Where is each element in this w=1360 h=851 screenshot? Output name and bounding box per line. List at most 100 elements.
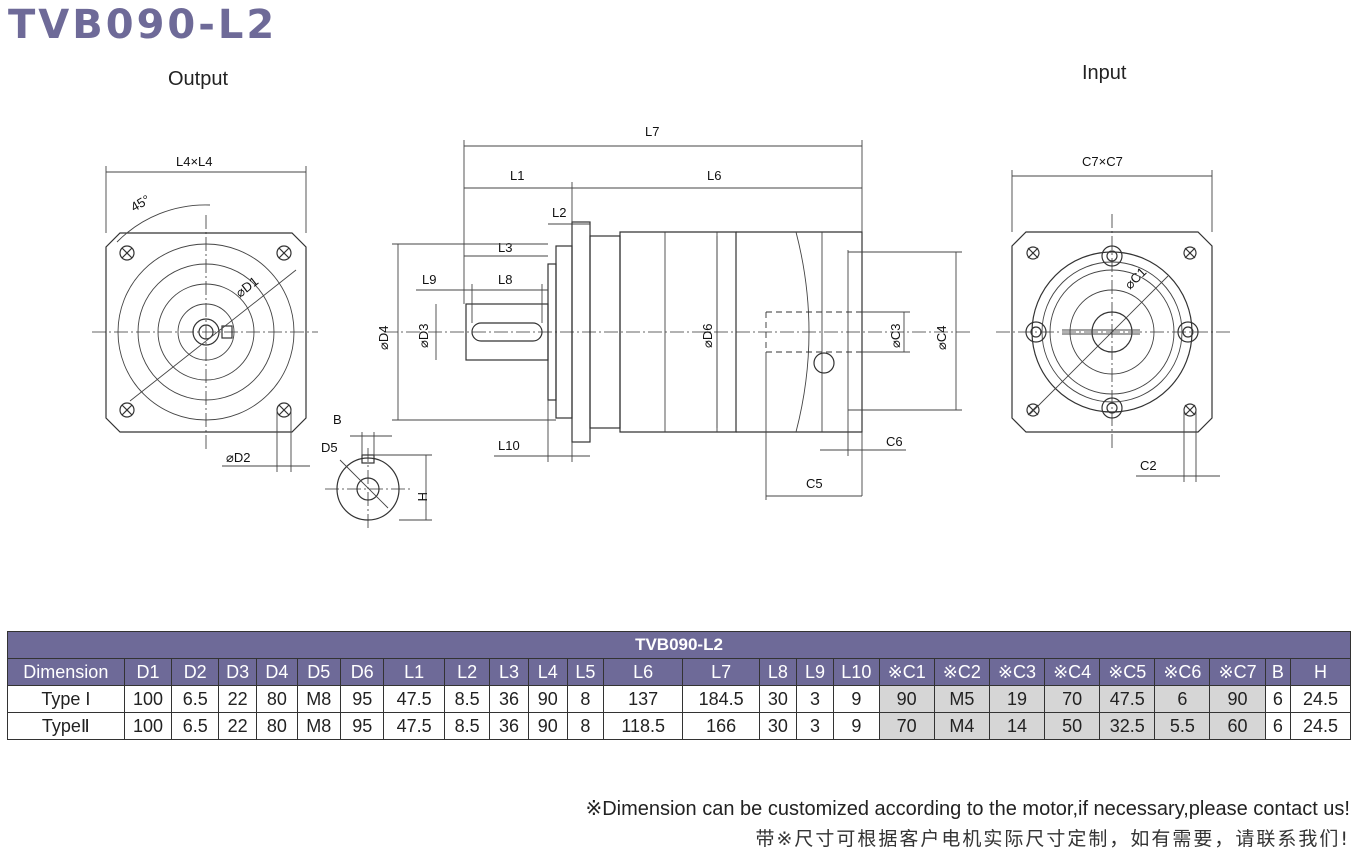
row-type-cell: TypeⅡ bbox=[7, 712, 125, 740]
table-cell: 6 bbox=[1264, 712, 1292, 740]
dim-d6: ⌀D6 bbox=[700, 324, 715, 348]
column-header: D4 bbox=[256, 658, 298, 686]
table-cell: 6 bbox=[1264, 685, 1292, 713]
table-cell: 8 bbox=[566, 685, 604, 713]
table-cell: 9 bbox=[833, 685, 880, 713]
dim-c3: ⌀C3 bbox=[888, 324, 903, 348]
page-title: TVB090-L2 bbox=[8, 2, 278, 48]
table-cell: 47.5 bbox=[383, 712, 445, 740]
table-cell: 36 bbox=[489, 712, 529, 740]
dim-h: H bbox=[415, 492, 430, 501]
table-cell: 32.5 bbox=[1099, 712, 1156, 740]
table-cell: 8 bbox=[566, 712, 604, 740]
dim-angle: 45° bbox=[128, 192, 153, 215]
dim-d3: ⌀D3 bbox=[416, 324, 431, 348]
column-header: L10 bbox=[833, 658, 880, 686]
table-cell: M5 bbox=[933, 685, 990, 713]
table-cell: 3 bbox=[795, 712, 835, 740]
input-view-label: Input bbox=[1082, 62, 1127, 84]
shaft-section-view: B D5 H bbox=[321, 412, 432, 530]
column-header: L5 bbox=[566, 658, 604, 686]
column-header: L8 bbox=[758, 658, 797, 686]
row-type-cell: Type I bbox=[7, 685, 125, 713]
dim-c2: C2 bbox=[1140, 458, 1157, 473]
output-view-label: Output bbox=[168, 68, 229, 90]
dim-c7xc7: C7×C7 bbox=[1082, 154, 1123, 169]
dim-d1: ⌀D1 bbox=[233, 273, 262, 300]
table-cell: 184.5 bbox=[682, 685, 760, 713]
note-chinese: 带※尺寸可根据客户电机实际尺寸定制，如有需要，请联系我们! bbox=[755, 828, 1350, 850]
column-header: D6 bbox=[339, 658, 385, 686]
table-cell: 30 bbox=[758, 712, 797, 740]
table-cell: M8 bbox=[296, 712, 341, 740]
output-front-view: L4×L4 45° ⌀D1 ⌀D2 bbox=[92, 154, 318, 472]
dim-l1: L1 bbox=[510, 168, 524, 183]
column-header: L3 bbox=[489, 658, 529, 686]
dim-l7: L7 bbox=[645, 124, 659, 139]
table-cell: 6.5 bbox=[171, 712, 220, 740]
column-header: L9 bbox=[795, 658, 835, 686]
table-cell: 50 bbox=[1044, 712, 1101, 740]
column-header: ※C5 bbox=[1099, 658, 1156, 686]
table-cell: 166 bbox=[682, 712, 760, 740]
table-cell: 80 bbox=[256, 712, 298, 740]
table-cell: 30 bbox=[758, 685, 797, 713]
table-cell: M8 bbox=[296, 685, 341, 713]
note-english: ※Dimension can be customized according t… bbox=[585, 798, 1350, 820]
table-cell: 90 bbox=[1209, 685, 1266, 713]
table-cell: 90 bbox=[527, 712, 568, 740]
table-cell: 90 bbox=[527, 685, 568, 713]
column-header: L7 bbox=[682, 658, 760, 686]
column-header: D3 bbox=[218, 658, 258, 686]
dim-l8: L8 bbox=[498, 272, 512, 287]
table-cell: 9 bbox=[833, 712, 880, 740]
column-header: ※C7 bbox=[1209, 658, 1266, 686]
table-cell: 3 bbox=[795, 685, 835, 713]
table-cell: M4 bbox=[933, 712, 990, 740]
table-cell: 47.5 bbox=[383, 685, 445, 713]
dim-d4: ⌀D4 bbox=[376, 326, 391, 350]
dim-d5: D5 bbox=[321, 440, 338, 455]
table-cell: 70 bbox=[1044, 685, 1101, 713]
table-cell: 22 bbox=[218, 712, 258, 740]
dim-c5: C5 bbox=[806, 476, 823, 491]
column-header: L4 bbox=[527, 658, 568, 686]
column-header: ※C1 bbox=[878, 658, 935, 686]
column-header: ※C2 bbox=[933, 658, 990, 686]
column-header: D2 bbox=[171, 658, 220, 686]
dim-c6: C6 bbox=[886, 434, 903, 449]
table-cell: 19 bbox=[988, 685, 1046, 713]
table-cell: 22 bbox=[218, 685, 258, 713]
dim-l3: L3 bbox=[498, 240, 512, 255]
column-header: B bbox=[1264, 658, 1292, 686]
column-header: ※C3 bbox=[988, 658, 1046, 686]
dim-l4xl4: L4×L4 bbox=[176, 154, 213, 169]
table-cell: 24.5 bbox=[1290, 685, 1351, 713]
table-cell: 100 bbox=[123, 712, 173, 740]
column-header: D1 bbox=[123, 658, 173, 686]
table-cell: 5.5 bbox=[1154, 712, 1211, 740]
column-header: ※C4 bbox=[1044, 658, 1101, 686]
table-cell: 95 bbox=[339, 685, 385, 713]
column-header: L6 bbox=[602, 658, 684, 686]
table-cell: 8.5 bbox=[443, 712, 491, 740]
table-cell: 6.5 bbox=[171, 685, 220, 713]
column-header: L2 bbox=[443, 658, 491, 686]
table-cell: 95 bbox=[339, 712, 385, 740]
table-cell: 14 bbox=[988, 712, 1046, 740]
dim-l10: L10 bbox=[498, 438, 520, 453]
table-title: TVB090-L2 bbox=[7, 631, 1351, 659]
column-header: Dimension bbox=[7, 658, 125, 686]
table-cell: 100 bbox=[123, 685, 173, 713]
column-header: ※C6 bbox=[1154, 658, 1211, 686]
table-cell: 60 bbox=[1209, 712, 1266, 740]
column-header: H bbox=[1290, 658, 1351, 686]
dim-l6: L6 bbox=[707, 168, 721, 183]
table-cell: 36 bbox=[489, 685, 529, 713]
table-cell: 24.5 bbox=[1290, 712, 1351, 740]
dim-l9: L9 bbox=[422, 272, 436, 287]
